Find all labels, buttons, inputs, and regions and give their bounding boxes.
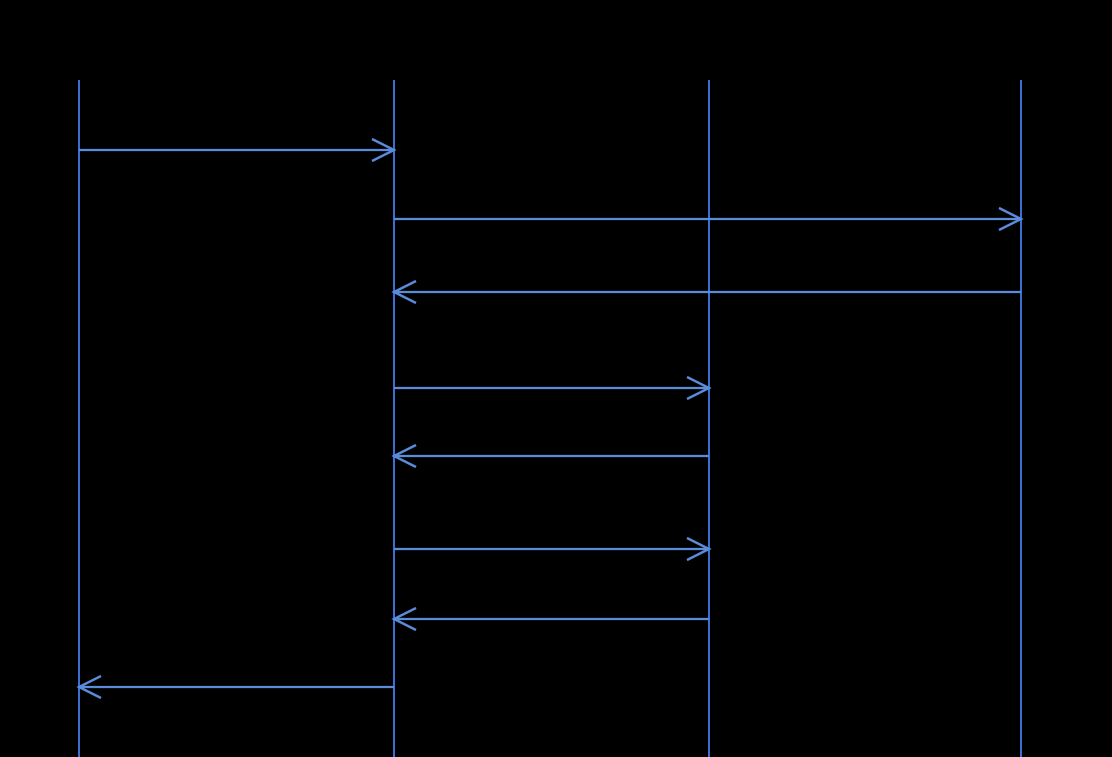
arrow-head-icon-6 — [686, 536, 712, 562]
arrow-head-icon-4 — [686, 375, 712, 401]
arrow-head-icon-3 — [391, 279, 417, 305]
arrow-head-icon-1 — [371, 137, 397, 163]
messages-group — [76, 137, 1024, 700]
arrow-head-icon-7 — [391, 606, 417, 632]
arrow-head-icon-5 — [391, 443, 417, 469]
arrow-head-icon-2 — [998, 206, 1024, 232]
arrow-head-icon-8 — [76, 674, 102, 700]
lifelines-group — [77, 80, 1023, 757]
